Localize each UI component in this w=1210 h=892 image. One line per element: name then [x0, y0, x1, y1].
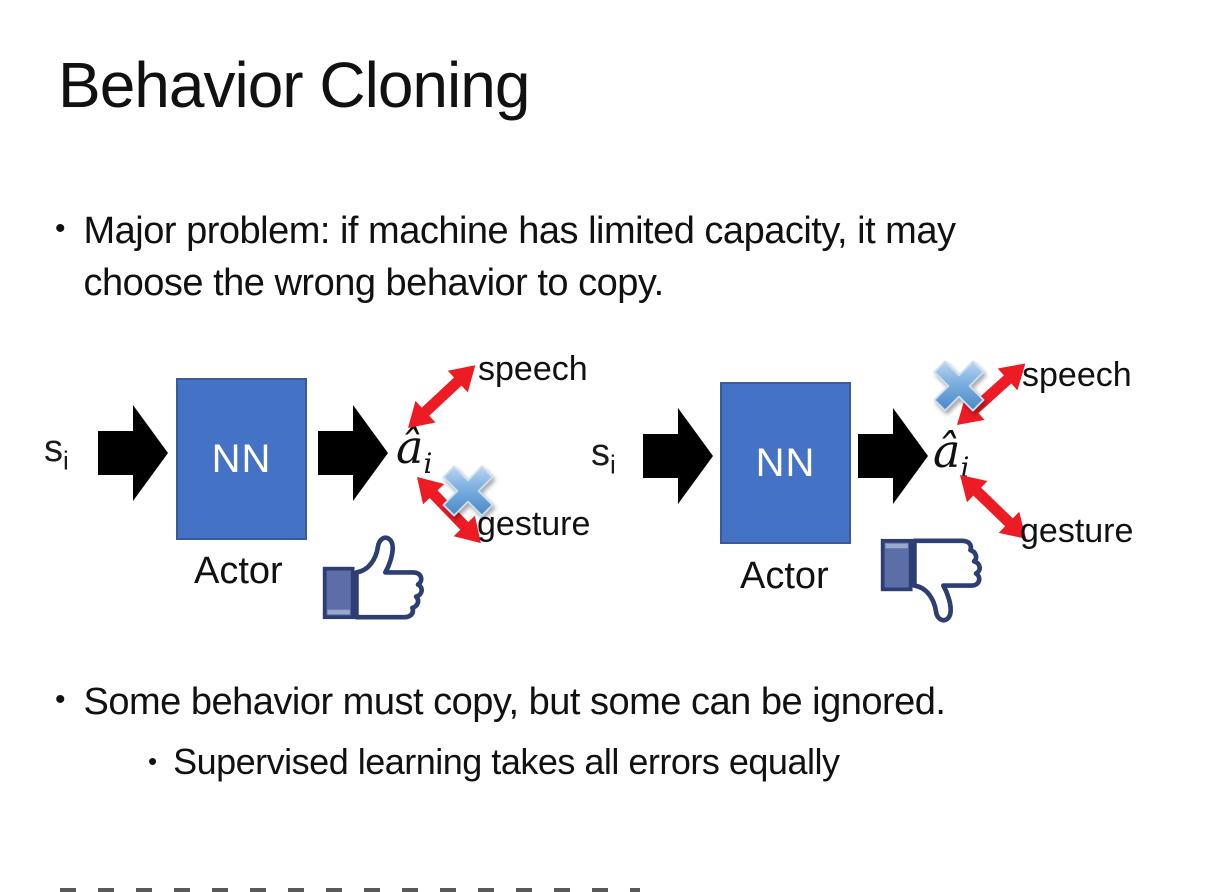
right-output-arrow-icon: [858, 408, 928, 504]
left-output-symbol: â: [396, 420, 424, 474]
right-output-subscript: i: [960, 451, 970, 485]
bullet-supervised-learning-text: Supervised learning takes all errors equ…: [173, 741, 840, 782]
left-input-arrow-icon: [98, 405, 168, 501]
left-input-subscript: i: [63, 445, 69, 476]
right-input-state-label: si: [591, 432, 616, 481]
left-output-action-label: âi: [396, 420, 432, 480]
left-nn-box: NN: [176, 378, 307, 540]
left-actor-label: Actor: [194, 550, 283, 592]
thumbs-down-icon: [880, 538, 982, 623]
bottom-cutoff-content-sliver: [60, 888, 640, 892]
left-cross-out-icon: [442, 465, 494, 517]
left-speech-label: speech: [478, 350, 588, 388]
right-actor-label: Actor: [740, 555, 829, 597]
right-output-action-label: âi: [933, 424, 969, 484]
left-input-symbol: s: [44, 428, 63, 470]
right-nn-label: NN: [755, 440, 816, 485]
left-speech-doublearrow-icon: [408, 365, 476, 428]
right-gesture-doublearrow-icon: [960, 475, 1027, 539]
left-gesture-label: gesture: [477, 505, 591, 543]
page-title: Behavior Cloning: [58, 49, 530, 121]
left-input-state-label: si: [44, 428, 69, 477]
right-input-symbol: s: [591, 432, 610, 474]
right-nn-box: NN: [720, 382, 851, 544]
bullet-marker: •: [55, 683, 66, 716]
right-gesture-label: gesture: [1020, 512, 1134, 550]
right-speech-label: speech: [1022, 356, 1132, 394]
right-output-symbol: â: [933, 424, 961, 478]
bullet-some-behavior: • Some behavior must copy, but some can …: [55, 676, 1155, 728]
bullet-marker: •: [55, 212, 66, 245]
left-nn-label: NN: [211, 436, 272, 481]
bullet-major-problem: • Major problem: if machine has limited …: [55, 205, 1065, 309]
bullet-supervised-learning: • Supervised learning takes all errors e…: [148, 738, 1148, 786]
right-input-arrow-icon: [643, 408, 713, 504]
left-output-arrow-icon: [318, 405, 388, 501]
bullet-marker: •: [148, 746, 158, 776]
left-output-subscript: i: [423, 447, 433, 481]
right-input-subscript: i: [610, 449, 616, 480]
right-cross-out-icon: [933, 360, 985, 412]
bullet-some-behavior-text: Some behavior must copy, but some can be…: [83, 681, 946, 723]
bullet-major-problem-text: Major problem: if machine has limited ca…: [83, 210, 956, 304]
thumbs-up-icon: [322, 535, 424, 620]
